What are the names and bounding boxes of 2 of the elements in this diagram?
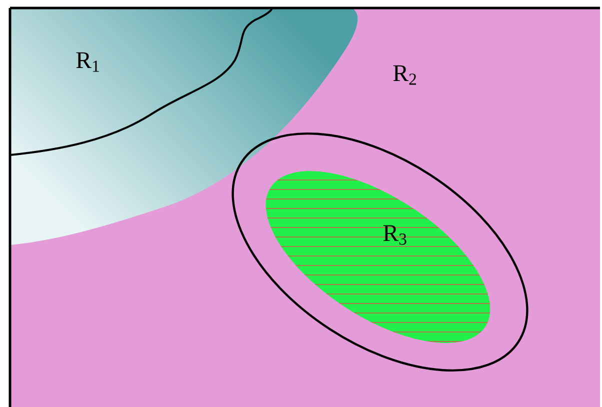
region-label: R$_{1}$	[76, 52, 99, 72]
region-label: R$_{2}$	[393, 65, 416, 85]
